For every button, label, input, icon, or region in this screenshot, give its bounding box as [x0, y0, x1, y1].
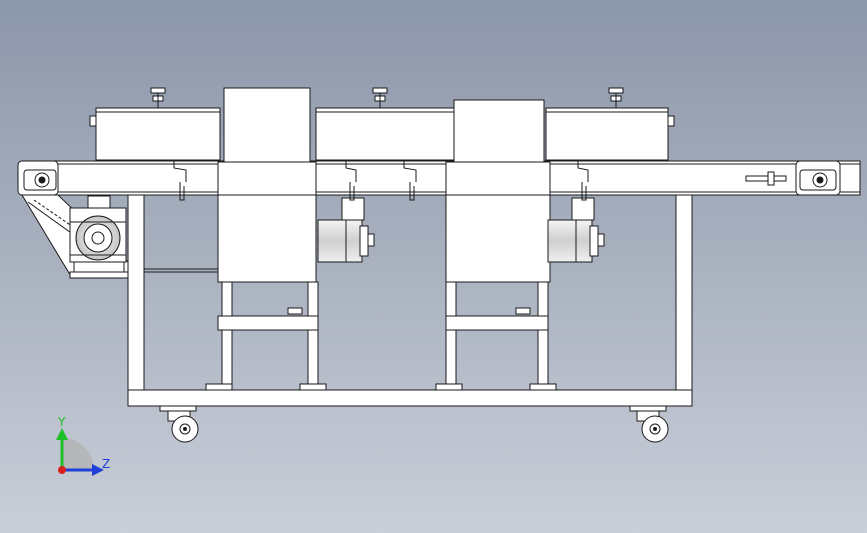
frame-right-post: [675, 161, 693, 407]
adjustment-knob-3[interactable]: [608, 87, 624, 108]
drive-motor-assembly: [21, 194, 129, 279]
base-frame: [127, 161, 693, 407]
detector-motor-2: [547, 197, 605, 263]
guard-cover-middle: [315, 107, 455, 161]
detector-motor-1: [317, 197, 375, 263]
guard-cover-right: [545, 107, 675, 161]
detector-head-2-top: [453, 99, 545, 163]
conveyor-bed: [17, 160, 861, 196]
frame-left-post: [127, 161, 145, 407]
detector-head-2-body: [445, 161, 551, 283]
right-pulley-bearing: [745, 169, 837, 191]
clamp-brackets: [173, 160, 589, 201]
caster-wheel-left: [159, 405, 199, 443]
adjustment-knob-2[interactable]: [372, 87, 388, 108]
detector-head-1-body: [217, 161, 317, 283]
detector-head-2: [435, 99, 557, 391]
triad-x-axis-origin: [58, 466, 66, 474]
detector-head-1-top: [223, 87, 311, 163]
coordinate-triad: [56, 428, 104, 476]
axis-z-label: Z: [102, 457, 111, 471]
adjustment-knob-1[interactable]: [150, 87, 166, 108]
detector-head-1: [205, 87, 327, 391]
belt-tensioner: [745, 175, 787, 182]
left-pulley-bearing: [23, 169, 57, 191]
guard-cover-left: [89, 107, 221, 161]
triad-quarter-disc: [62, 438, 94, 470]
caster-wheel-right: [629, 405, 669, 443]
frame-bottom-rail: [127, 389, 693, 407]
axis-y-label: Y: [58, 415, 66, 429]
